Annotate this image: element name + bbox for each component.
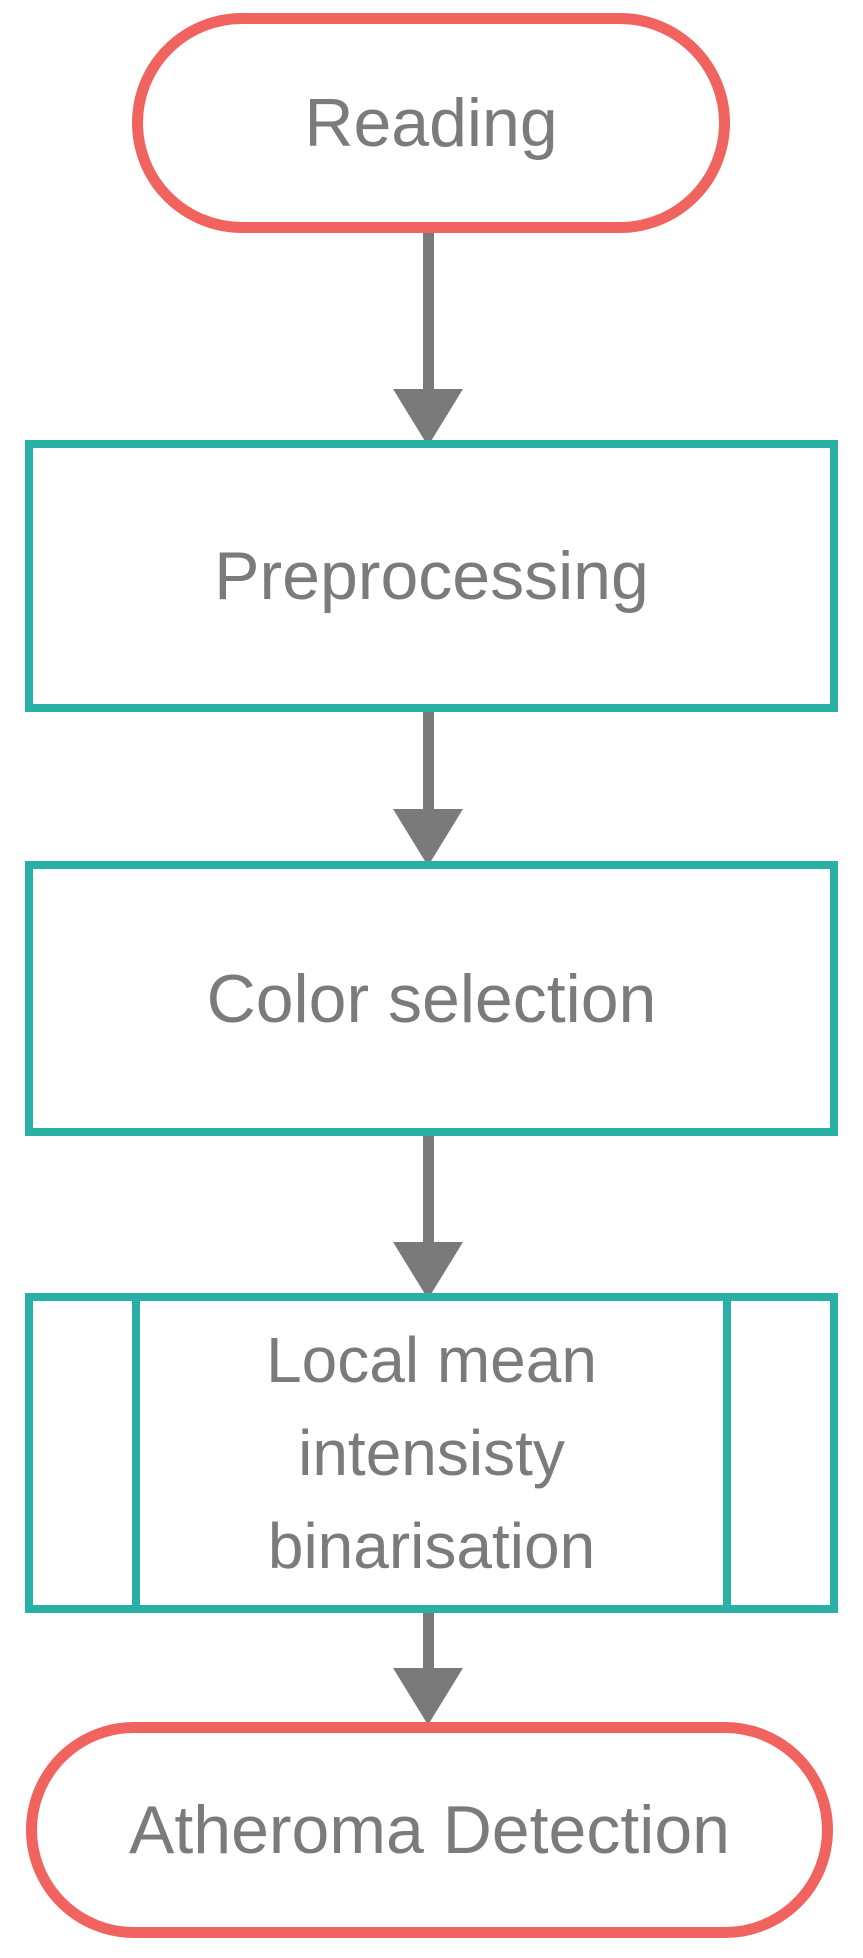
flow-arrow-reading-to-preprocessing <box>393 233 463 446</box>
predefined-process-left-bar <box>132 1301 140 1605</box>
node-atheroma-detection: Atheroma Detection <box>26 1722 833 1938</box>
node-local-mean-label-line-3: binarisation <box>267 1509 596 1582</box>
node-color-selection-label: Color selection <box>206 960 657 1037</box>
arrow-head-icon <box>393 1242 463 1299</box>
arrow-head-icon <box>393 809 463 866</box>
arrow-shaft <box>422 233 434 389</box>
node-reading: Reading <box>132 13 730 233</box>
node-local-mean-label-line-2: intensisty <box>298 1416 565 1489</box>
flow-arrow-color-selection-to-local-mean <box>393 1136 463 1299</box>
arrow-shaft <box>422 1136 434 1242</box>
node-preprocessing-label: Preprocessing <box>214 538 649 614</box>
predefined-process-right-bar <box>723 1301 731 1605</box>
node-preprocessing: Preprocessing <box>25 440 838 712</box>
node-local-mean-label-line-1: Local mean <box>266 1323 597 1396</box>
arrow-head-icon <box>393 1668 463 1725</box>
node-local-mean-intensisty-binarisation: Local mean intensisty binarisation <box>25 1293 838 1613</box>
flow-arrow-preprocessing-to-color-selection <box>393 712 463 866</box>
node-color-selection: Color selection <box>25 861 838 1136</box>
flow-arrow-local-mean-to-atheroma-detection <box>393 1613 463 1725</box>
arrow-shaft <box>422 712 434 809</box>
arrow-head-icon <box>393 389 463 446</box>
node-atheroma-detection-label: Atheroma Detection <box>129 1792 730 1868</box>
arrow-shaft <box>422 1613 434 1668</box>
node-reading-label: Reading <box>304 85 558 161</box>
